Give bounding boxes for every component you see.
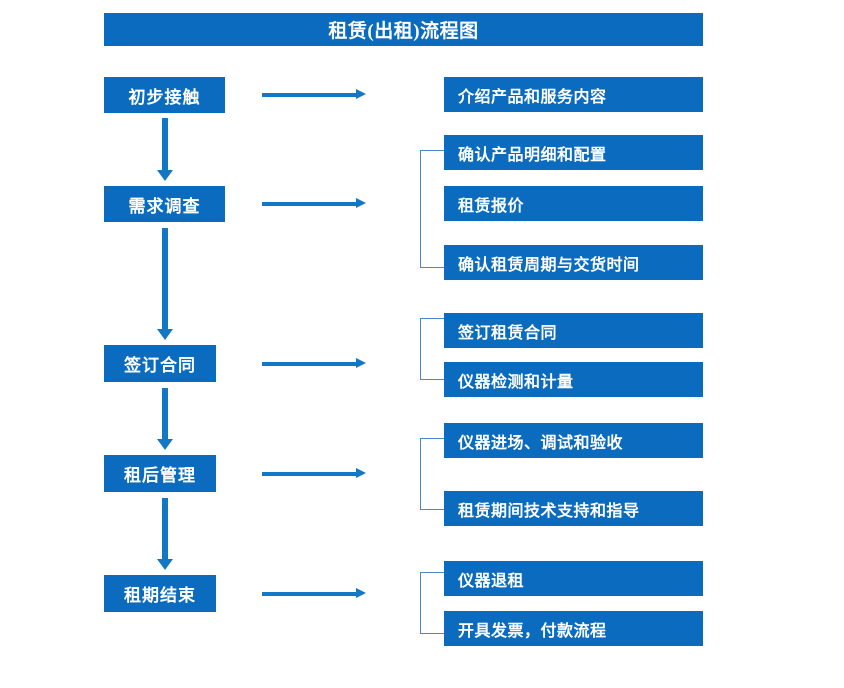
group-bracket-4 <box>420 438 444 510</box>
flow-arrow-down-4 <box>157 498 173 570</box>
detail-box-4-1[interactable]: 仪器进场、调试和验收 <box>444 423 703 458</box>
detail-box-1-1[interactable]: 介绍产品和服务内容 <box>444 77 703 112</box>
flow-arrow-down-3 <box>157 388 173 450</box>
detail-box-3-1[interactable]: 签订租赁合同 <box>444 313 703 348</box>
detail-box-5-1[interactable]: 仪器退租 <box>444 561 703 596</box>
group-bracket-3 <box>420 318 444 380</box>
stage-box-5[interactable]: 租期结束 <box>104 575 216 612</box>
group-bracket-2 <box>420 150 444 268</box>
stage-box-2[interactable]: 需求调查 <box>104 186 225 222</box>
detail-box-2-2[interactable]: 租赁报价 <box>444 186 703 221</box>
branch-arrow-right-5 <box>262 588 366 599</box>
flow-arrow-down-1 <box>157 118 173 181</box>
branch-arrow-right-2 <box>262 198 366 209</box>
detail-box-3-2[interactable]: 仪器检测和计量 <box>444 362 703 397</box>
flow-arrow-down-2 <box>157 228 173 340</box>
branch-arrow-right-4 <box>262 468 366 479</box>
branch-arrow-right-3 <box>262 358 366 369</box>
stage-box-3[interactable]: 签订合同 <box>104 345 216 382</box>
branch-arrow-right-1 <box>262 89 366 100</box>
detail-box-2-3[interactable]: 确认租赁周期与交货时间 <box>444 245 703 280</box>
group-bracket-5 <box>420 572 444 634</box>
detail-box-4-2[interactable]: 租赁期间技术支持和指导 <box>444 491 703 526</box>
stage-box-1[interactable]: 初步接触 <box>104 77 225 113</box>
chart-title: 租赁(出租)流程图 <box>104 13 703 46</box>
stage-box-4[interactable]: 租后管理 <box>104 455 216 492</box>
detail-box-5-2[interactable]: 开具发票，付款流程 <box>444 611 703 646</box>
detail-box-2-1[interactable]: 确认产品明细和配置 <box>444 135 703 170</box>
